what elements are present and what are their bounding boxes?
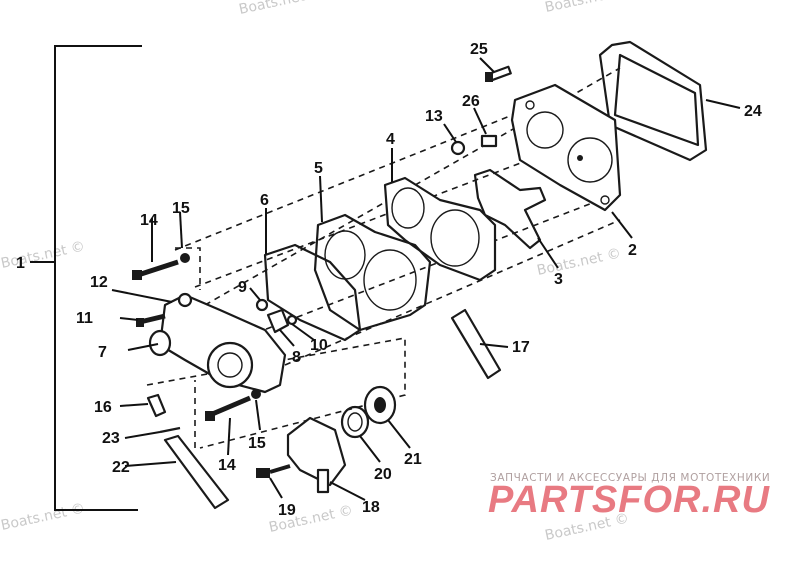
callout-19: 19 (278, 502, 296, 519)
screw-14-lower (205, 389, 261, 421)
washer-15-lower (251, 389, 261, 399)
gasket-6 (263, 243, 362, 342)
callout-22: 22 (112, 459, 130, 476)
screw-19 (256, 464, 291, 478)
valve-8 (266, 308, 290, 334)
gasket-ring-20 (340, 405, 370, 439)
watermark-top-right: Boats.net © (544, 0, 631, 16)
callout-14-lower: 14 (218, 457, 236, 474)
callout-16: 16 (94, 399, 112, 416)
callout-8: 8 (292, 349, 301, 366)
washer-15-upper (180, 253, 190, 263)
brand-tagline: ЗАПЧАСТИ И АКСЕССУАРЫ ДЛЯ МОТОТЕХНИКИ (490, 472, 770, 484)
screw-25 (485, 65, 512, 82)
hose-22 (163, 434, 230, 510)
callout-24: 24 (744, 103, 762, 120)
clip-23 (159, 426, 181, 434)
watermark-top: Boats.net © (238, 0, 325, 18)
screw-14-upper (132, 253, 190, 280)
bracket-plate-3 (473, 168, 547, 250)
brand-logo: PARTSFOR.RU (488, 479, 770, 521)
callout-7: 7 (98, 344, 107, 361)
leader-lines (111, 57, 741, 501)
callout-5: 5 (314, 160, 323, 177)
callout-13: 13 (425, 108, 443, 125)
valve-parts (255, 298, 298, 334)
callout-9: 9 (238, 279, 247, 296)
hose-17 (450, 308, 502, 380)
gasket-24 (598, 40, 708, 162)
callout-23: 23 (102, 430, 120, 447)
nut-13 (450, 140, 466, 156)
spring-9 (255, 298, 269, 312)
callout-6: 6 (260, 192, 269, 209)
callout-2: 2 (628, 242, 637, 259)
callout-26: 26 (462, 93, 480, 110)
nut-26 (480, 134, 498, 148)
filter-21 (363, 385, 397, 425)
callout-4: 4 (386, 131, 395, 148)
cover-18 (286, 416, 347, 494)
screw-11 (136, 313, 166, 327)
callout-labels: 1 2 3 4 5 6 7 8 9 10 11 12 13 14 14 15 1… (16, 41, 762, 519)
watermark-bottom-left: Boats.net © (0, 501, 86, 534)
callout-12: 12 (90, 274, 108, 291)
callout-1: 1 (16, 255, 25, 272)
fitting-16 (146, 393, 167, 418)
callout-10: 10 (310, 337, 328, 354)
callout-18: 18 (362, 499, 380, 516)
partsfor-branding: ЗАПЧАСТИ И АКСЕССУАРЫ ДЛЯ МОТОТЕХНИКИ PA… (488, 472, 770, 521)
assembly-bracket (30, 45, 142, 511)
callout-17: 17 (512, 339, 530, 356)
callout-15-upper: 15 (172, 200, 190, 217)
pump-body-4 (383, 176, 497, 282)
callout-21: 21 (404, 451, 422, 468)
watermark-left: Boats.net © (0, 239, 86, 272)
callout-3: 3 (554, 271, 563, 288)
callout-11: 11 (76, 310, 93, 327)
callout-14-upper: 14 (140, 212, 158, 229)
main-housing-7 (148, 292, 287, 394)
fitting-12 (177, 292, 193, 308)
callout-20: 20 (374, 466, 392, 483)
callout-25: 25 (470, 41, 488, 58)
cover-plate-2 (510, 83, 622, 212)
washer-10 (286, 314, 298, 326)
callout-15-lower: 15 (248, 435, 266, 452)
